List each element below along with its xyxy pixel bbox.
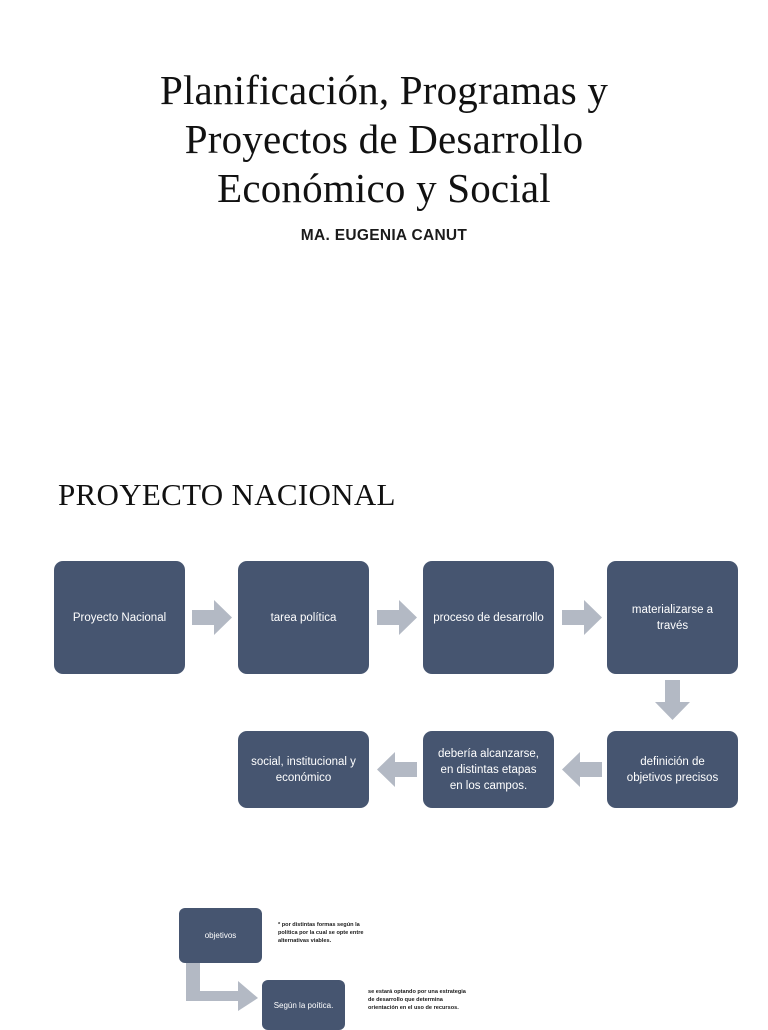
flow-node-objetivos: objetivos	[179, 908, 262, 963]
flow-node-proyecto-nacional: Proyecto Nacional	[54, 561, 185, 674]
note-distintas-formas: * por distintas formas según la política…	[278, 922, 364, 945]
flow-node-segun-politica: Según la poítica.	[262, 980, 345, 1030]
arrow-down-1	[655, 680, 690, 720]
title-block: Planificación, Programas y Proyectos de …	[0, 66, 768, 245]
arrow-right-1	[192, 600, 232, 635]
arrow-left-1	[562, 752, 602, 787]
flow-node-proceso-desarrollo: proceso de desarrollo	[423, 561, 554, 674]
flow-node-social-institucional: social, institucional y económico	[238, 731, 369, 808]
arrow-left-2	[377, 752, 417, 787]
arrow-right-2	[377, 600, 417, 635]
note-estrategia-desarrollo: se estará optando por una estrategia de …	[368, 989, 466, 1012]
author-subtitle: MA. EUGENIA CANUT	[300, 227, 468, 244]
flow-node-definicion-objetivos: definición de objetivos precisos	[607, 731, 738, 808]
section-heading: PROYECTO NACIONAL	[58, 477, 396, 512]
arrow-elbow-down-right	[186, 963, 258, 1011]
flow-node-materializarse: materializarse a través	[607, 561, 738, 674]
flow-node-deberia-alcanzarse: debería alcanzarse, en distintas etapas …	[423, 731, 554, 808]
flow-node-tarea-politica: tarea política	[238, 561, 369, 674]
page-title: Planificación, Programas y Proyectos de …	[159, 67, 609, 211]
arrow-right-3	[562, 600, 602, 635]
